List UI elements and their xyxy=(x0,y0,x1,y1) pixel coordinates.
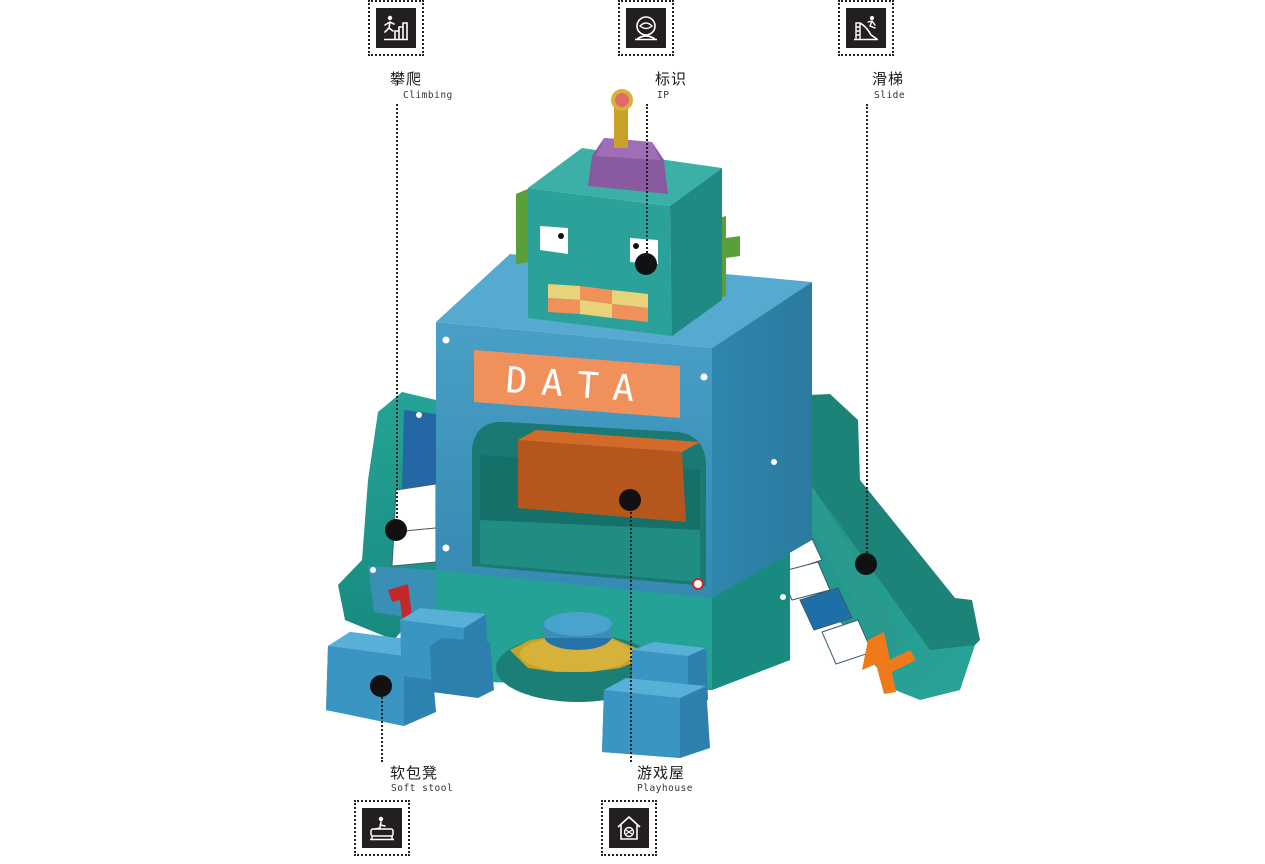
playhouse-leader-line xyxy=(630,500,632,762)
data-panel-text: DATA xyxy=(504,360,649,411)
climbing-leader-line xyxy=(396,104,398,530)
ip-leader-line xyxy=(646,104,648,264)
playhouse-label-zh: 游戏屋 xyxy=(637,764,686,782)
climbing-icon xyxy=(384,15,408,41)
soft-stool-icon xyxy=(370,816,394,841)
climbing-marker xyxy=(385,519,407,541)
astronaut-helmet-icon xyxy=(635,16,657,41)
robot-head xyxy=(516,89,740,336)
playhouse-body xyxy=(370,254,812,600)
playhouse-marker xyxy=(619,489,641,511)
climbing-label-en: Climbing xyxy=(403,90,453,101)
soft-stool-marker xyxy=(370,675,392,697)
playhouse-icon xyxy=(617,816,641,840)
ip-label-zh: 标识 xyxy=(655,70,688,88)
soft-stool-leader-line xyxy=(381,686,383,762)
climbing-label-zh: 攀爬 xyxy=(390,70,423,88)
soft-stool-label-en: Soft stool xyxy=(391,783,454,794)
playhouse-icon-box xyxy=(601,800,657,856)
soft-stool-icon-box xyxy=(354,800,410,856)
soft-stool-label-zh: 软包凳 xyxy=(390,764,439,782)
slide-leader-line xyxy=(866,104,868,564)
slide-label-en: Slide xyxy=(874,90,906,101)
ip-label-en: IP xyxy=(657,90,670,101)
ip-icon-box xyxy=(618,0,674,56)
ip-marker xyxy=(635,253,657,275)
slide-label-zh: 滑梯 xyxy=(872,70,905,88)
playhouse-label-en: Playhouse xyxy=(637,783,693,794)
slide-marker xyxy=(855,553,877,575)
slide-icon xyxy=(854,16,878,41)
climbing-wall xyxy=(338,392,437,640)
slide-icon-box xyxy=(838,0,894,56)
climbing-icon-box xyxy=(368,0,424,56)
